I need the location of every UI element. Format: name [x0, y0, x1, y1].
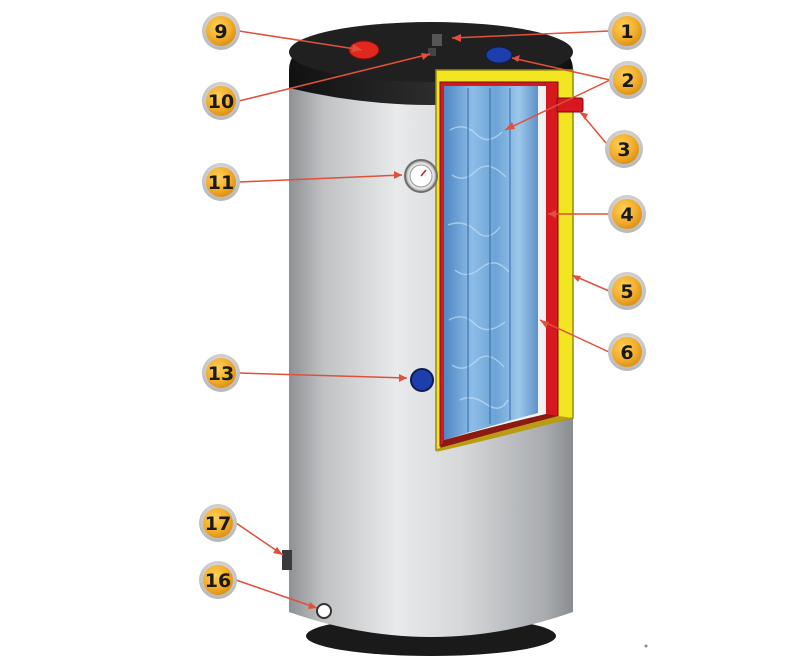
- callout-label: 6: [620, 342, 633, 364]
- side-fitting: [282, 550, 292, 570]
- mid-port: [410, 368, 434, 392]
- callout-badge-16: 16: [199, 561, 237, 599]
- callout-label: 9: [214, 21, 227, 43]
- callout-badge-13: 13: [202, 354, 240, 392]
- callout-badge-1: 1: [608, 12, 646, 50]
- callout-label: 3: [617, 139, 630, 161]
- callout-label: 10: [208, 91, 234, 113]
- heater-bottom: [440, 414, 558, 448]
- callout-label: 4: [620, 204, 633, 226]
- callout-badge-4: 4: [608, 195, 646, 233]
- callout-badge-10: 10: [202, 82, 240, 120]
- stray-dot: [644, 644, 648, 648]
- callout-badge-11: 11: [202, 163, 240, 201]
- leader-arrowheads: [273, 34, 588, 609]
- top-sensor-port-2: [428, 48, 436, 56]
- hot-water-connector: [348, 40, 380, 60]
- callout-badge-6: 6: [608, 333, 646, 371]
- callout-label: 5: [620, 281, 633, 303]
- callout-badge-5: 5: [608, 272, 646, 310]
- callout-label: 1: [620, 21, 633, 43]
- callout-label: 2: [621, 70, 634, 92]
- top-sensor-port: [432, 34, 442, 46]
- side-pipe: [556, 97, 584, 113]
- callout-badge-3: 3: [605, 130, 643, 168]
- drain-valve: [316, 603, 332, 619]
- callout-label: 16: [205, 570, 231, 592]
- callout-badge-9: 9: [202, 12, 240, 50]
- callout-label: 17: [205, 513, 231, 535]
- callout-badge-2: 2: [609, 61, 647, 99]
- callout-badge-17: 17: [199, 504, 237, 542]
- callout-label: 11: [208, 172, 234, 194]
- callout-label: 13: [208, 363, 234, 385]
- cold-water-connector: [485, 46, 513, 64]
- heat-exchanger-tubes: [467, 88, 511, 432]
- thermometer-gauge: [404, 159, 438, 193]
- insulation-bottom: [436, 416, 573, 452]
- leader-lines: [235, 30, 611, 609]
